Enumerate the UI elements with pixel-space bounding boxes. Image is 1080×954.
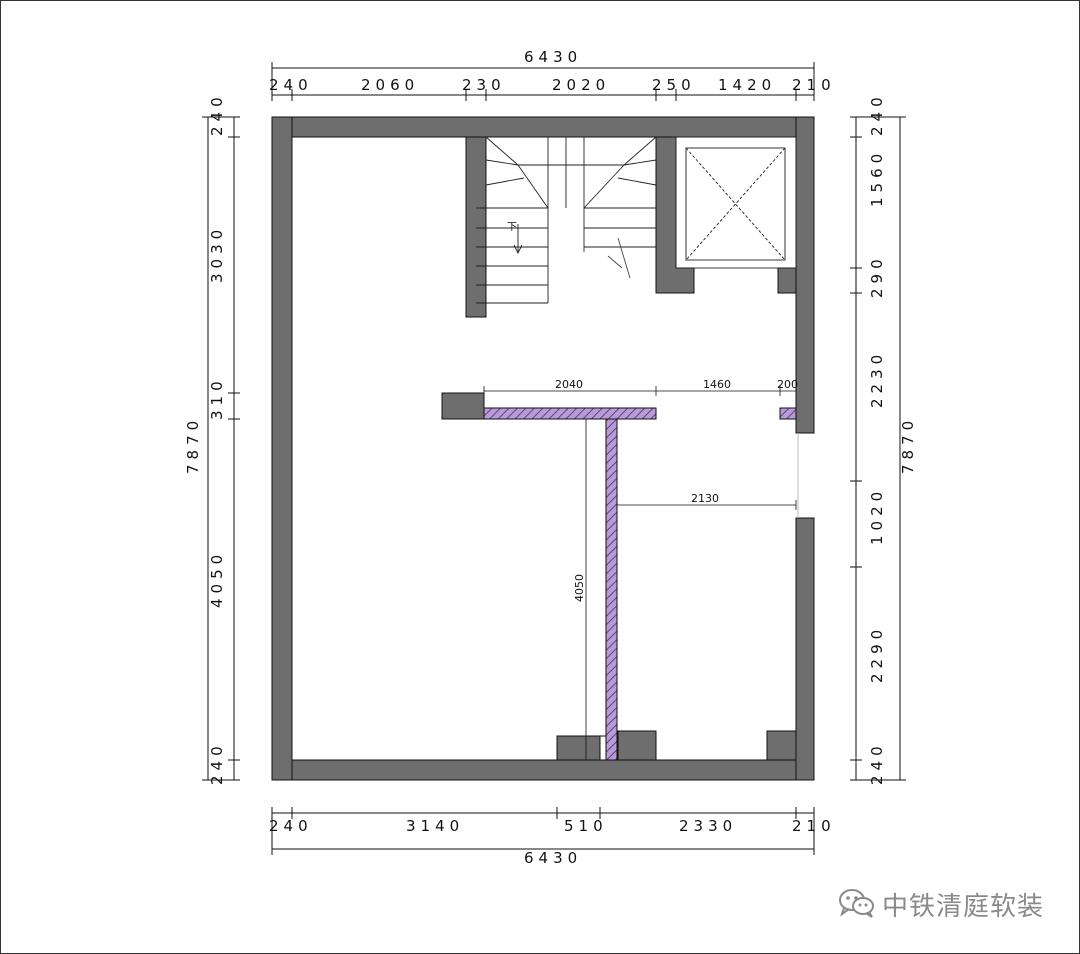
top-dim-5: 250: [652, 76, 696, 94]
inner-dim-2040: 2040: [555, 378, 583, 391]
right-dim-2: 1560: [868, 149, 886, 207]
exterior-walls: [271, 116, 815, 781]
bottom-dim-3: 510: [564, 817, 608, 835]
top-dim-4: 2020: [552, 76, 610, 94]
right-dim-1: 240: [868, 92, 886, 136]
inner-dim-200: 200: [777, 378, 798, 391]
right-dim-6: 2290: [868, 625, 886, 683]
bottom-dim-1: 240: [269, 817, 313, 835]
left-dim-2: 3030: [208, 225, 226, 283]
inner-dim-1460: 1460: [703, 378, 731, 391]
wechat-icon: [838, 888, 876, 922]
interior-walls: [441, 136, 797, 761]
top-dim-1: 240: [269, 76, 313, 94]
right-dim-5: 1020: [868, 487, 886, 545]
left-dim-3: 310: [208, 376, 226, 420]
right-dim-3: 290: [868, 254, 886, 298]
top-total-dim: 6430: [524, 48, 582, 66]
left-dim-1: 240: [208, 92, 226, 136]
door-opening: [796, 432, 814, 519]
watermark: 中铁清庭软装: [838, 886, 1044, 923]
staircase: [476, 136, 657, 304]
dimension-lines: [202, 62, 906, 855]
top-dim-3: 230: [462, 76, 506, 94]
stair-down-mark: 下: [507, 222, 517, 233]
right-dim-7: 240: [868, 741, 886, 785]
left-total-dim: 7870: [184, 416, 202, 474]
inner-dim-4050: 4050: [573, 574, 586, 602]
inner-dim-2130: 2130: [691, 492, 719, 505]
bottom-dim-5: 210: [792, 817, 836, 835]
top-dim-2: 2060: [361, 76, 419, 94]
left-dim-5: 240: [208, 741, 226, 785]
watermark-text: 中铁清庭软装: [882, 892, 1045, 922]
left-dim-4: 4050: [208, 550, 226, 608]
top-dim-6: 1420: [718, 76, 776, 94]
bottom-dim-2: 3140: [406, 817, 464, 835]
elevator-shaft: [675, 136, 797, 269]
top-dim-7: 210: [792, 76, 836, 94]
bottom-dim-4: 2330: [679, 817, 737, 835]
hatched-partitions: [483, 407, 797, 761]
bottom-total-dim: 6430: [524, 849, 582, 867]
inner-dimension-lines: [483, 386, 797, 761]
right-total-dim: 7870: [899, 416, 917, 474]
right-dim-4: 2230: [868, 350, 886, 408]
